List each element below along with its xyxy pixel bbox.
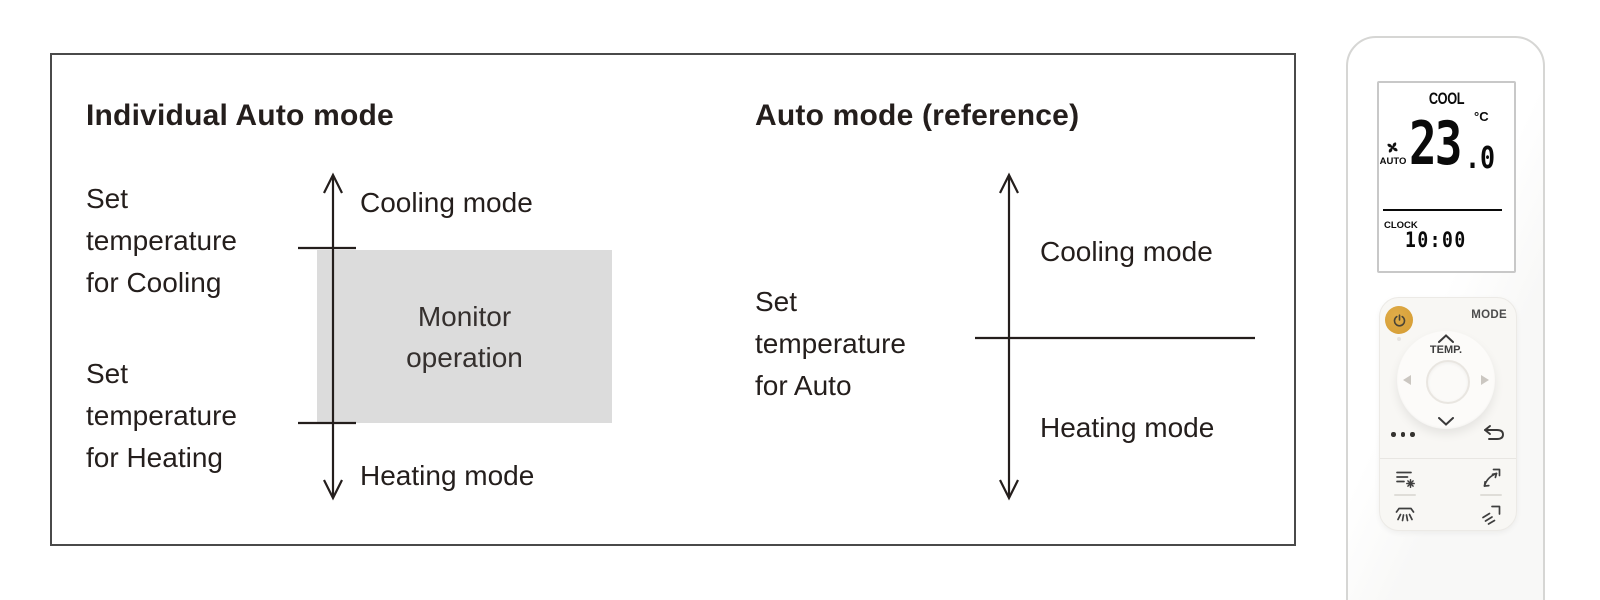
lcd-temperature-decimal: .0 <box>1465 140 1496 176</box>
back-button[interactable] <box>1482 424 1506 441</box>
left-cooling-mode-label: Cooling mode <box>360 187 533 218</box>
temp-up-button[interactable] <box>1437 334 1455 343</box>
remote-control: COOL AUTO 23 .0 °C CLOCK 10:00 <box>1346 36 1545 600</box>
temp-down-button[interactable] <box>1437 417 1455 426</box>
airflow-diagonal-button[interactable] <box>1479 503 1503 527</box>
lcd-temperature-unit: °C <box>1474 109 1489 124</box>
right-heating-mode-label: Heating mode <box>1040 412 1215 443</box>
more-options-button[interactable] <box>1391 432 1415 437</box>
temp-dial: TEMP. <box>1397 331 1495 429</box>
set-temperature-cooling-label: Set temperature for Cooling <box>86 183 237 298</box>
power-button[interactable] <box>1385 306 1413 334</box>
lcd-mode-text: COOL <box>1428 89 1465 108</box>
lcd-clock-time: 10:00 <box>1405 227 1467 253</box>
power-led-dot <box>1397 337 1401 341</box>
remote-button-panel: MODE TEMP. <box>1379 297 1517 531</box>
fan-speed-icon <box>1396 471 1415 488</box>
airflow-down-icon <box>1395 507 1415 522</box>
set-temperature-heating-label: Set temperature for Heating <box>86 358 237 473</box>
power-icon <box>1393 313 1405 327</box>
remote-lcd-display: COOL AUTO 23 .0 °C CLOCK 10:00 <box>1377 81 1516 273</box>
lcd-clock-label: CLOCK <box>1384 220 1418 231</box>
dial-center-button[interactable] <box>1426 360 1470 404</box>
lcd-temperature-value: 23 <box>1409 108 1462 179</box>
swing-button[interactable] <box>1479 466 1503 490</box>
diagram-panel <box>50 53 1296 546</box>
right-cooling-mode-label: Cooling mode <box>1040 236 1213 267</box>
panel-divider <box>1380 458 1516 459</box>
arrow-left-button[interactable] <box>1403 375 1411 385</box>
airflow-down-button[interactable] <box>1393 503 1417 527</box>
mode-label: MODE <box>1471 309 1507 321</box>
monitor-operation-label-line2: operation <box>406 341 523 373</box>
airflow-diagonal-icon <box>1482 505 1501 525</box>
left-heating-mode-label: Heating mode <box>360 460 535 491</box>
more-options-icon <box>1391 432 1396 437</box>
swing-icon <box>1483 468 1501 487</box>
monitor-operation-label-line1: Monitor <box>417 300 512 332</box>
fan-auto-icon <box>1387 142 1398 153</box>
back-icon <box>1484 425 1504 440</box>
fan-speed-button[interactable] <box>1393 466 1417 490</box>
lcd-fan-mode-text: AUTO <box>1379 156 1407 167</box>
left-diagram-title: Individual Auto mode <box>86 99 394 132</box>
lcd-divider-line <box>1383 209 1502 211</box>
set-temperature-auto-label: Set temperature for Auto <box>755 286 906 401</box>
temp-label: TEMP. <box>1429 344 1463 356</box>
monitor-operation-zone: Monitor operation <box>317 250 612 423</box>
arrow-right-button[interactable] <box>1481 375 1489 385</box>
icon-separator <box>1394 494 1416 496</box>
icon-separator <box>1480 494 1502 496</box>
right-diagram-title: Auto mode (reference) <box>755 99 1080 132</box>
